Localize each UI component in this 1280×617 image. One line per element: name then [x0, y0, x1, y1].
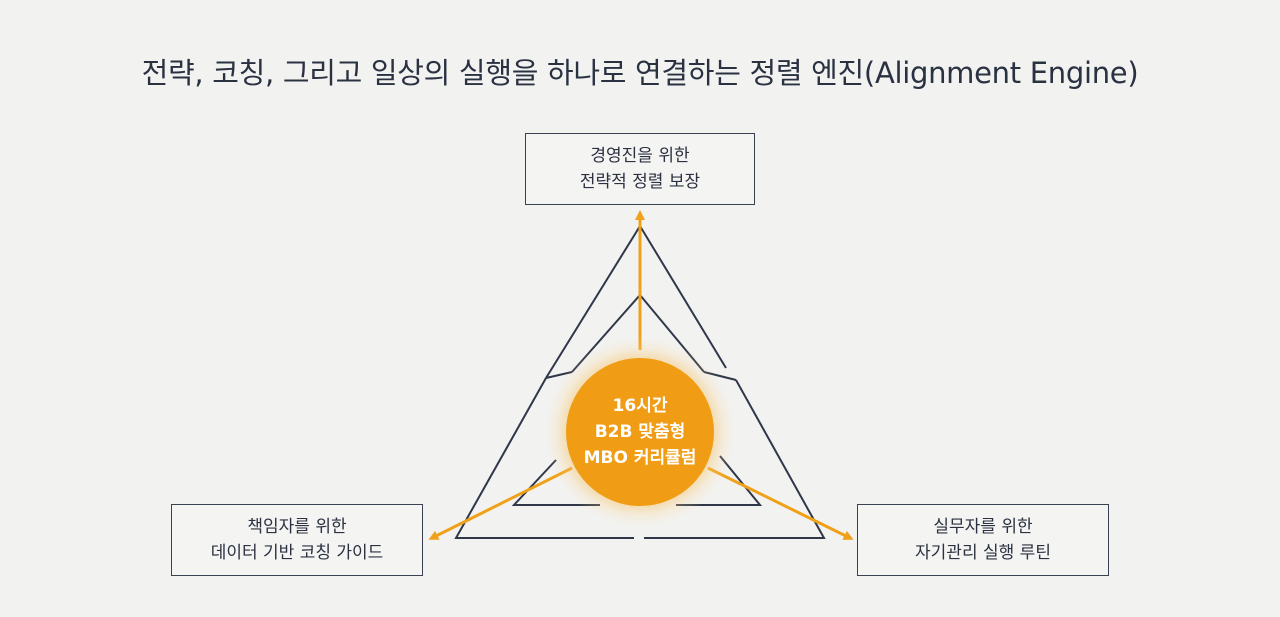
arrows — [428, 210, 854, 540]
inner-segment-right — [676, 455, 763, 506]
core-line: B2B 맞춤형 — [594, 422, 686, 442]
node-executives-line: 전략적 정렬 보장 — [579, 172, 701, 192]
page-title: 전략, 코칭, 그리고 일상의 실행을 하나로 연결하는 정렬 엔진(Align… — [141, 56, 1139, 90]
core-line: MBO 커리큘럼 — [583, 448, 697, 468]
node-practitioners-line: 자기관리 실행 루틴 — [915, 543, 1051, 563]
triangle-segment-right — [644, 379, 826, 539]
node-managers: 책임자를 위한 데이터 기반 코칭 가이드 — [171, 504, 423, 576]
node-managers-line: 데이터 기반 코칭 가이드 — [210, 543, 384, 563]
node-executives-line: 경영진을 위한 — [590, 146, 690, 166]
arrow-to-left — [428, 466, 573, 540]
core-label: 16시간 B2B 맞춤형 MBO 커리큘럼 — [560, 357, 720, 507]
core-line: 16시간 — [612, 396, 668, 416]
node-executives: 경영진을 위한 전략적 정렬 보장 — [525, 133, 755, 205]
arrow-to-right — [707, 466, 854, 540]
node-practitioners-line: 실무자를 위한 — [933, 517, 1033, 537]
core-circle — [566, 358, 714, 506]
triangle-segment-left — [454, 377, 634, 539]
inner-segment-left — [511, 459, 600, 506]
node-practitioners: 실무자를 위한 자기관리 실행 루틴 — [857, 504, 1109, 576]
node-managers-line: 책임자를 위한 — [247, 517, 347, 537]
